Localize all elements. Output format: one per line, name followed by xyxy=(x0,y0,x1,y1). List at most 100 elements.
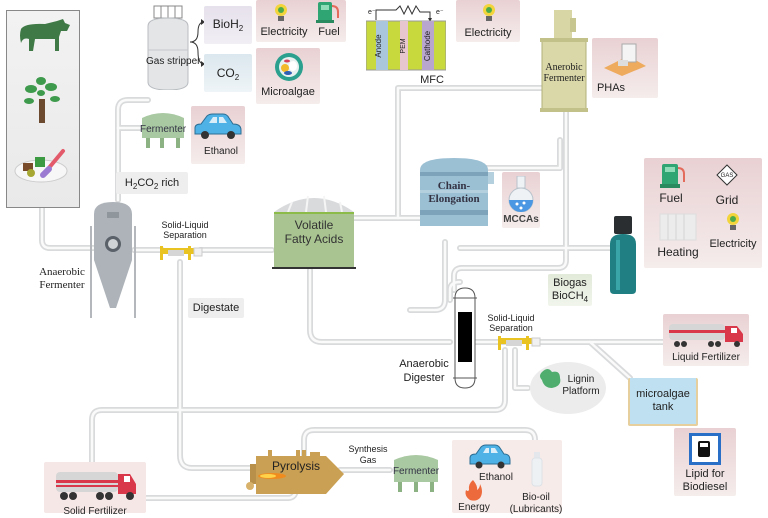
mfc-label: MFC xyxy=(420,74,444,86)
mccas-box: MCCAs xyxy=(502,172,540,228)
bioplastic-icon xyxy=(604,43,646,76)
mfc-electricity-box: Electricity xyxy=(456,0,520,42)
cathode-label: Cathode xyxy=(423,30,432,62)
biogas-heating-label: Heating xyxy=(657,245,699,259)
electricity-fuel-box: Electricity Fuel xyxy=(256,0,346,42)
anaerobic-digester xyxy=(453,287,477,389)
biogas-subscript: 4 xyxy=(583,295,589,304)
biogas-fuel-label: Fuel xyxy=(659,191,683,205)
car-icon xyxy=(194,113,242,139)
solid-fertilizer-box: Solid Fertilizer xyxy=(44,462,146,517)
radiator-icon xyxy=(659,213,697,241)
mccas-label: MCCAs xyxy=(503,214,539,225)
pipe-segment-inner xyxy=(513,348,530,390)
microalgae-tank-label: microalgae tank xyxy=(636,388,690,413)
bioh2-box: BioH2 xyxy=(204,6,252,44)
lipid-biodiesel-label: Lipid for Biodiesel xyxy=(682,468,728,493)
pipe-segment xyxy=(307,267,453,345)
anaerobic-fermenter-left xyxy=(88,200,138,318)
bio-oil-label: Bio-oil (Lubricants) xyxy=(509,492,563,515)
electron-left: e⁻ xyxy=(368,9,376,16)
digestate-box: Digestate xyxy=(188,298,244,318)
energy-label: Energy xyxy=(458,502,490,513)
biodiesel-station-icon xyxy=(689,433,721,465)
lipid-biodiesel-box: Lipid for Biodiesel xyxy=(674,428,736,496)
ethanol-top-label: Ethanol xyxy=(204,146,238,157)
bioh2-subscript: 2 xyxy=(238,24,244,33)
flame-icon xyxy=(465,480,482,501)
cow-icon xyxy=(20,19,70,51)
fermenter-top: Fermenter xyxy=(140,108,186,150)
tanker-truck-icon xyxy=(669,324,743,347)
liquid-fertilizer-label: Liquid Fertilizer xyxy=(672,352,740,363)
pipe-segment-inner xyxy=(396,86,547,220)
anaerobic-fermenter-top: Anerobic Fermenter xyxy=(538,10,590,114)
microalgae-box: Microalgae xyxy=(256,48,320,104)
biogas-cylinder xyxy=(610,216,636,294)
gas-stripper: Gas stripper xyxy=(146,4,201,91)
pem-label: PEM xyxy=(400,38,407,54)
h-text: H xyxy=(124,177,133,189)
lignin-platform: Lignin Platform xyxy=(530,362,606,414)
anode-label: Anode xyxy=(374,34,383,58)
h-sub: 2 xyxy=(132,182,138,191)
biogas-label-1: Biogas xyxy=(553,277,587,289)
biogas-grid-label: Grid xyxy=(715,193,739,207)
microalgae-tank: microalgae tank xyxy=(628,378,698,426)
anaerobic-fermenter-top-label: Anerobic Fermenter xyxy=(543,62,585,84)
pipe-segment xyxy=(407,239,448,313)
electron-right: e⁻ xyxy=(436,9,444,16)
co2-subscript: 2 xyxy=(234,73,240,82)
phas-box: PHAs xyxy=(592,38,658,98)
chain-elongation-label: Chain-Elongation xyxy=(428,180,480,205)
pipe-segment-inner xyxy=(116,98,150,202)
fermenter-bottom: Fermenter xyxy=(392,450,440,494)
phas-label: PHAs xyxy=(596,82,626,94)
solid-liquid-separator-2 xyxy=(498,336,541,350)
leaf-icon xyxy=(540,369,561,388)
liquid-fertilizer-box: Liquid Fertilizer xyxy=(663,314,749,366)
pipe-segment xyxy=(177,259,258,471)
pipe-segment-inner xyxy=(452,108,568,292)
pipe-segment-inner xyxy=(448,280,462,302)
gas-stripper-label: Gas stripper xyxy=(146,56,201,67)
anaerobic-digester-label: Anaerobic Digester xyxy=(399,358,449,384)
tanker-truck-icon xyxy=(56,472,136,500)
rich-text: rich xyxy=(158,177,180,189)
food-waste-icon xyxy=(14,149,68,183)
synthesis-gas-label: Synthesis Gas xyxy=(348,444,388,465)
h2co2-rich-box: H2CO2 rich xyxy=(116,172,188,194)
gas-split-arrows xyxy=(189,19,205,67)
solid-liquid-separator-1 xyxy=(160,246,203,260)
pyrolysis-unit: Pyrolysis xyxy=(244,450,348,496)
pipe-segment-inner xyxy=(40,204,97,250)
lightbulb-icon xyxy=(483,4,495,21)
gas-grid-icon xyxy=(716,164,738,186)
lignin-platform-label: Lignin Platform xyxy=(562,374,600,397)
pipe-segment xyxy=(512,347,531,391)
biogas-box: Biogas BioCH4 xyxy=(548,274,592,306)
pyrolysis-label: Pyrolysis xyxy=(271,459,320,473)
pipe-segment-inner xyxy=(90,348,507,464)
co-sub: 2 xyxy=(153,182,159,191)
pipe-segment-inner xyxy=(408,240,447,312)
fuel-pump-icon xyxy=(660,164,685,188)
co-text: CO xyxy=(137,177,154,189)
chain-elongation-tank: Chain-Elongation xyxy=(418,156,496,228)
fermenter-bottom-label: Fermenter xyxy=(392,466,440,477)
flask-icon xyxy=(508,176,534,212)
fuel-label: Fuel xyxy=(318,26,340,38)
co2-label: CO xyxy=(216,66,235,80)
car-icon xyxy=(469,444,511,469)
solid-fertilizer-label: Solid Fertilizer xyxy=(63,506,127,517)
grid-icon-text: GAS xyxy=(720,173,734,179)
biogas-label-2: BioCH xyxy=(551,290,584,302)
microalgae-label: Microalgae xyxy=(261,86,315,98)
biogas-uses-box: GAS Fuel Grid Heating Electricity xyxy=(644,158,762,268)
vfa-label: Volatile Fatty Acids xyxy=(284,218,344,246)
biogas-electricity-label: Electricity xyxy=(709,238,757,250)
pipe-segment-inner xyxy=(178,260,257,470)
anaerobic-fermenter-left-label: Anaerobic Fermenter xyxy=(39,266,85,291)
pipe-segment-inner xyxy=(302,428,537,457)
mfc-unit: e⁻ e⁻ Anode PEM Cathode MFC xyxy=(365,2,447,86)
